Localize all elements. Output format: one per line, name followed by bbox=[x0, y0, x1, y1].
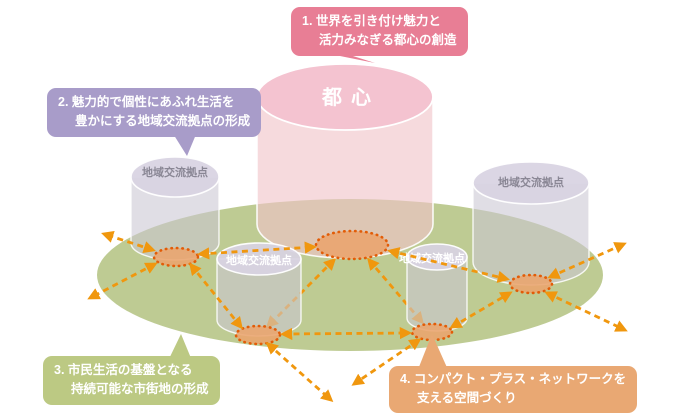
callout-1-line1: 1. 世界を引き付け魅力と bbox=[302, 14, 441, 28]
network-edge bbox=[101, 231, 156, 253]
core-label: 都心 bbox=[321, 86, 380, 109]
callout-1-core-creation: 1. 世界を引き付け魅力と 活力みなぎる都心の創造 bbox=[291, 7, 468, 56]
hub-cylinder-left-top bbox=[130, 156, 220, 198]
callout-2-tail bbox=[172, 132, 197, 156]
callout-2-hub-formation: 2. 魅力的で個性にあふれ生活を 豊かにする地域交流拠点の形成 bbox=[47, 88, 262, 137]
callout-3-line2: 持続可能な市街地の形成 bbox=[71, 382, 209, 397]
network-edge bbox=[449, 291, 513, 329]
callout-4-compact-network: 4. コンパクト・プラス・ネットワークを 支える空間づくり bbox=[389, 366, 638, 413]
callout-3-sustainable-city: 3. 市民生活の基盤となる 持続可能な市街地の形成 bbox=[43, 356, 220, 405]
hub-label-left: 地域交流拠点 bbox=[142, 165, 208, 179]
node-hub-centerleft bbox=[234, 324, 282, 346]
hub-label-centerright: 地域交流拠点 bbox=[399, 251, 465, 265]
node-hub-right bbox=[508, 273, 554, 295]
callout-2-line2: 豊かにする地域交流拠点の形成 bbox=[75, 114, 251, 129]
callout-3-tail bbox=[167, 334, 193, 363]
callout-2-line1: 2. 魅力的で個性にあふれ生活を bbox=[58, 95, 235, 109]
network-edge bbox=[87, 262, 158, 300]
network-edge bbox=[189, 262, 243, 330]
node-hub-left bbox=[152, 246, 200, 268]
network-edge bbox=[265, 341, 334, 403]
network-edge bbox=[196, 241, 318, 260]
network-edge bbox=[547, 242, 627, 279]
callout-4-line2: 支える空間づくり bbox=[417, 391, 517, 406]
network-edges bbox=[87, 231, 628, 403]
callout-1-line2: 活力みなぎる都心の創造 bbox=[319, 33, 457, 48]
node-core bbox=[314, 229, 390, 261]
network-edge bbox=[544, 291, 628, 332]
network-edge bbox=[387, 247, 510, 283]
hub-cylinder-right-top bbox=[472, 161, 590, 205]
callout-4-line1: 4. コンパクト・プラス・ネットワークを bbox=[400, 372, 627, 386]
callout-4-tail bbox=[417, 334, 449, 372]
hub-label-right: 地域交流拠点 bbox=[498, 175, 564, 189]
network-edge bbox=[351, 338, 422, 386]
callout-3-line1: 3. 市民生活の基盤となる bbox=[54, 363, 193, 377]
network-edge bbox=[279, 326, 413, 341]
hub-label-centerleft: 地域交流拠点 bbox=[226, 253, 292, 267]
